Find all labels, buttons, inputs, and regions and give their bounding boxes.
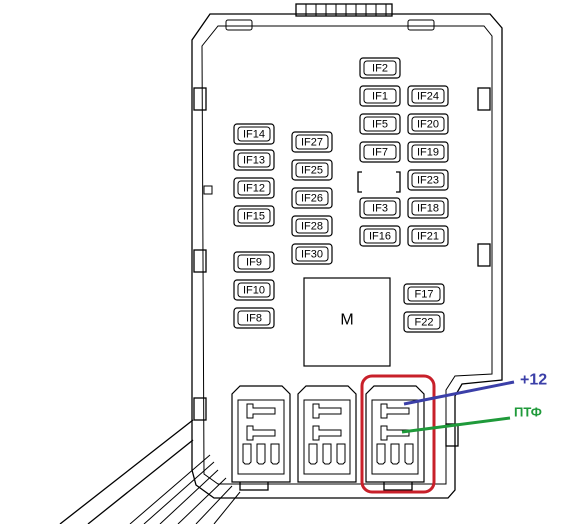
fuse-label: IF5 [372, 119, 388, 131]
fuse-if10: IF10 [233, 279, 275, 301]
fuse-f22: F22 [403, 311, 445, 333]
fuse-if13: IF13 [233, 149, 275, 171]
fuse-if14: IF14 [233, 123, 275, 145]
fuse-if12: IF12 [233, 177, 275, 199]
fuse-if7: IF7 [359, 141, 401, 163]
fuse-if30: IF30 [291, 243, 333, 265]
fuse-if26: IF26 [291, 187, 333, 209]
fuse-label: IF13 [243, 155, 265, 167]
fuse-if24: IF24 [407, 85, 449, 107]
fuse-if1: IF1 [359, 85, 401, 107]
fuse-label: F17 [415, 289, 434, 301]
fuse-label: IF1 [372, 91, 388, 103]
fuse-if23: IF23 [407, 169, 449, 191]
fuse-label: IF23 [417, 175, 439, 187]
fuse-label: IF25 [301, 165, 323, 177]
fuse-if18: IF18 [407, 197, 449, 219]
main-relay-label: M [340, 312, 353, 329]
fuse-label: IF30 [301, 249, 323, 261]
fuse-label: IF15 [243, 211, 265, 223]
fuse-label: IF27 [301, 137, 323, 149]
fuse-if20: IF20 [407, 113, 449, 135]
fuse-label: IF8 [246, 313, 262, 325]
fuse-f17: F17 [403, 283, 445, 305]
fuse-label: F22 [415, 317, 434, 329]
cable-bundle [59, 419, 241, 524]
relay-socket-2 [297, 385, 357, 483]
fuse-label: IF21 [417, 231, 439, 243]
fuse-label: IF19 [417, 147, 439, 159]
fuse-label: IF24 [417, 91, 439, 103]
fuse-label: IF10 [243, 285, 265, 297]
fuse-if8: IF8 [233, 307, 275, 329]
fuse-if2: IF2 [359, 57, 401, 79]
fuse-label: IF26 [301, 193, 323, 205]
empty-fuse-slot [357, 171, 401, 193]
fuse-if28: IF28 [291, 215, 333, 237]
fuse-if27: IF27 [291, 131, 333, 153]
relay-socket-3 [365, 385, 425, 483]
fuse-if5: IF5 [359, 113, 401, 135]
ptf-label: ПТФ [514, 405, 542, 420]
fuse-label: IF28 [301, 221, 323, 233]
fuse-if3: IF3 [359, 197, 401, 219]
fuse-if25: IF25 [291, 159, 333, 181]
fuse-label: IF3 [372, 203, 388, 215]
plus12-label: +12 [520, 372, 547, 389]
ptf-pointer-line [401, 416, 511, 434]
fuse-label: IF9 [246, 257, 262, 269]
relay-socket-1 [231, 385, 291, 483]
fuse-if15: IF15 [233, 205, 275, 227]
fuse-label: IF14 [243, 129, 265, 141]
fuse-if19: IF19 [407, 141, 449, 163]
fuse-if9: IF9 [233, 251, 275, 273]
fuse-label: IF18 [417, 203, 439, 215]
relay-socket-group [231, 385, 425, 483]
fuse-label: IF16 [369, 231, 391, 243]
fuse-if16: IF16 [359, 225, 401, 247]
highlight-box [360, 374, 436, 494]
fuse-box-housing [191, 3, 503, 499]
main-relay: M [303, 277, 391, 367]
fuse-if21: IF21 [407, 225, 449, 247]
plus12-pointer-line [403, 380, 515, 406]
fuse-label: IF7 [372, 147, 388, 159]
fuse-label: IF2 [372, 63, 388, 75]
fuse-label: IF20 [417, 119, 439, 131]
fuse-label: IF12 [243, 183, 265, 195]
